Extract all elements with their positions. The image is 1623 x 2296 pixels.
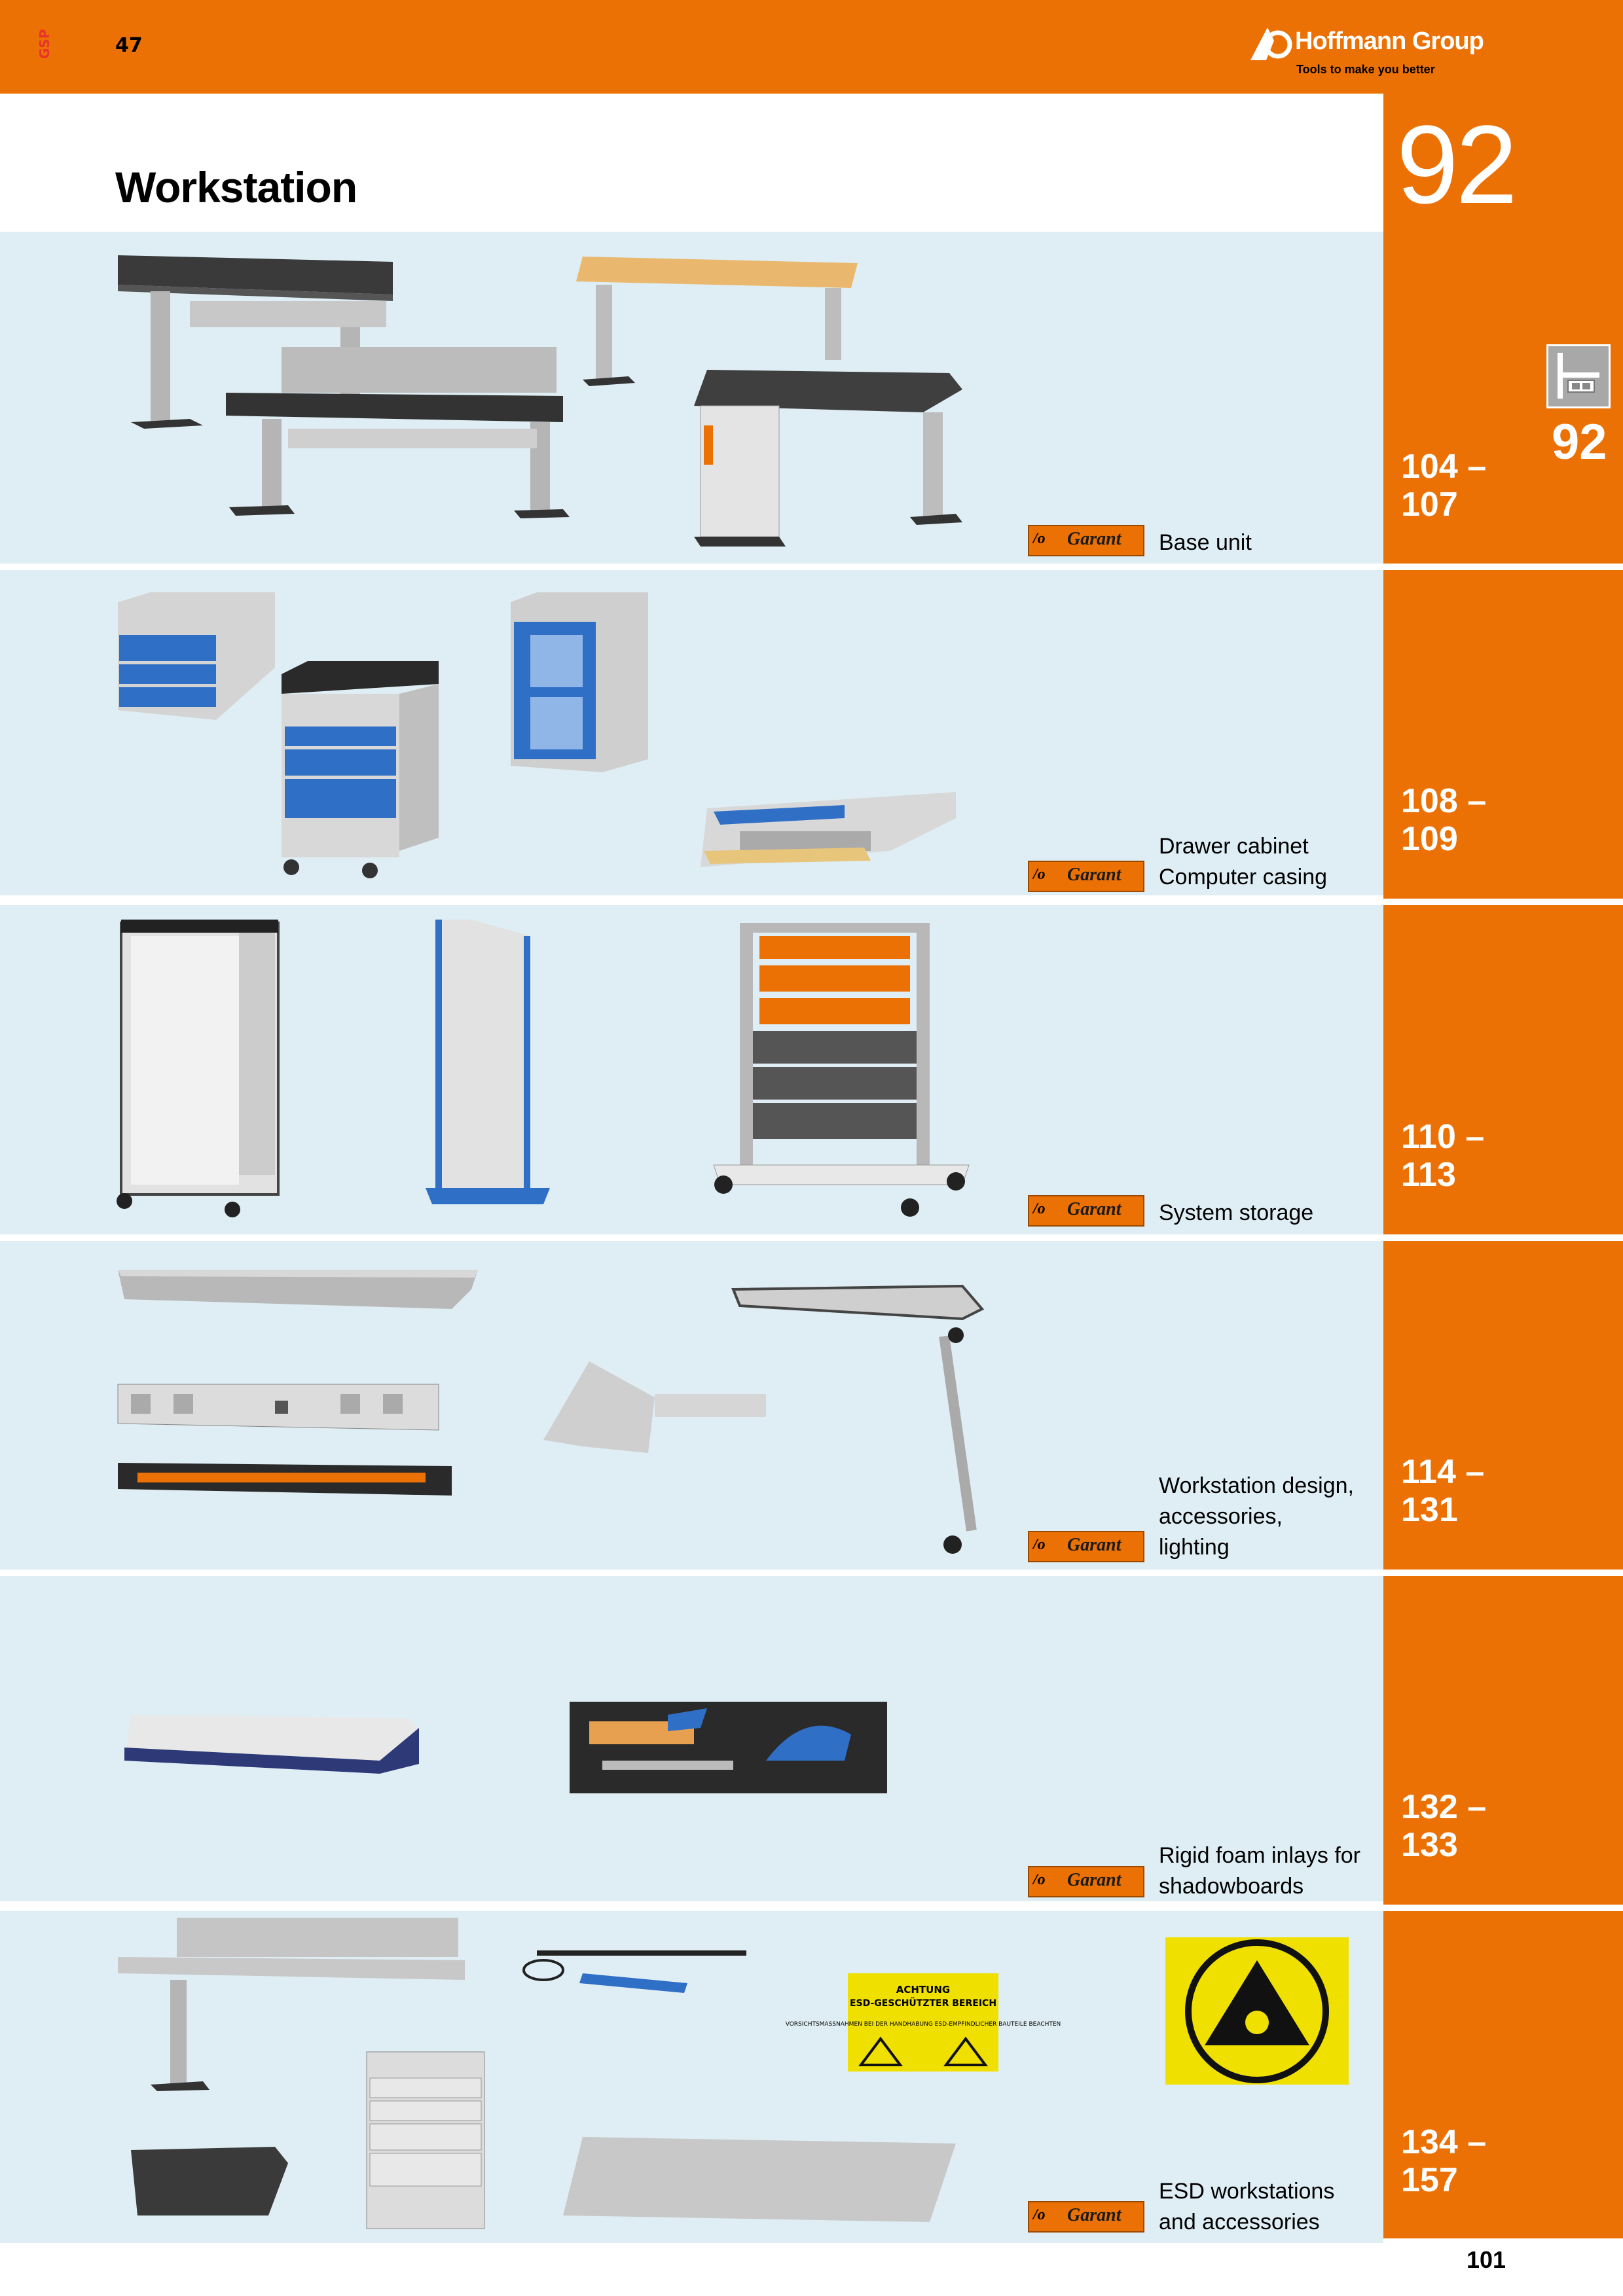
category-label-system-storage: System storage [1159, 1200, 1314, 1225]
brand-name: Hoffmann Group [1295, 27, 1484, 55]
esd-warning-sign: ACHTUNG ESD-GESCHÜTZTER BEREICH VORSICHT… [786, 1973, 1061, 2072]
perforated-tower-icon [426, 920, 550, 1204]
esd-workbench-icon [118, 1918, 465, 2091]
tool-holder-bar-icon [118, 1463, 452, 1496]
hoffmann-logo-icon [1250, 27, 1292, 60]
drawer-unit-small-icon [118, 592, 275, 720]
garant-logo-icon: /o [1033, 1871, 1046, 1888]
esd-warning-symbol-icon [1165, 1937, 1349, 2085]
sidebar [1383, 228, 1623, 2238]
sidebar-chapter-number: 92 [1552, 414, 1607, 470]
workstation-design-illustrations [117, 1270, 985, 1554]
workbench-hex-side-icon [694, 370, 962, 547]
page-range-drawer-cabinet[interactable]: 108 –109 [1401, 782, 1487, 858]
category-label-workstation-design: Workstation design,accessories,lighting [1159, 1473, 1354, 1560]
workstation-icon-glyph [1558, 353, 1599, 399]
drawer-cabinet-illustrations [118, 592, 956, 878]
top-bar [0, 0, 1623, 94]
garant-logo-icon: /o [1033, 1536, 1046, 1553]
computer-casing-icon [511, 592, 648, 772]
workbench-wood-top-icon [576, 257, 858, 386]
workstation-lamp-icon [731, 1284, 985, 1554]
keyboard-drawer-icon [701, 792, 956, 867]
category-label-base-unit: Base unit [1159, 530, 1252, 555]
bin-rack-trolley-icon [713, 923, 970, 1217]
garant-logo-icon: /o [1033, 530, 1046, 547]
socket-strip-icon [117, 1384, 439, 1431]
bottom-margin [0, 2243, 1623, 2296]
garant-logo-icon: /o [1033, 2206, 1046, 2223]
page-range-system-storage[interactable]: 110 –113 [1401, 1118, 1485, 1194]
light-bar-icon [118, 1270, 478, 1309]
esd-sign-line2: ESD-GESCHÜTZTER BEREICH [850, 1997, 996, 2009]
esd-sign-line3: VORSICHTSMASSNAHMEN BEI DER HANDHABUNG E… [786, 2021, 1061, 2028]
page-range-foam-inlays[interactable]: 132 –133 [1401, 1788, 1487, 1864]
side-tag: GSP [37, 29, 52, 59]
system-storage-illustrations [117, 920, 970, 1217]
garant-logo-icon: /o [1033, 866, 1046, 883]
workstation-icon[interactable] [1546, 344, 1611, 408]
separator [0, 1905, 1623, 1911]
base-unit-illustrations [118, 255, 962, 547]
esd-mat-icon [563, 2137, 956, 2222]
foam-inlay-illustrations [124, 1702, 887, 1793]
separator [0, 564, 1623, 570]
mobile-drawer-cabinet-icon [282, 661, 439, 878]
workbench-back-panel-icon [226, 347, 570, 518]
shadowboard-tray-icon [124, 1715, 419, 1774]
page-range-workstation-design[interactable]: 114 –131 [1401, 1453, 1485, 1529]
esd-drawer-cabinet-icon [366, 2051, 485, 2229]
separator [0, 899, 1623, 905]
foam-inlay-tools-icon [570, 1702, 887, 1793]
drawer-cabinet-tall-icon [117, 920, 280, 1217]
esd-illustrations: ACHTUNG ESD-GESCHÜTZTER BEREICH VORSICHT… [118, 1918, 1349, 2229]
workbench-dark-top-icon [118, 255, 393, 429]
brand-tagline: Tools to make you better [1296, 63, 1435, 76]
page-tag: 47 [115, 34, 143, 57]
separator [0, 1570, 1623, 1576]
chapter-number: 92 [1396, 103, 1518, 227]
page-range-esd[interactable]: 134 –157 [1401, 2123, 1487, 2199]
esd-box-icon [131, 2147, 288, 2215]
page-range-base-unit[interactable]: 104 –107 [1401, 448, 1487, 524]
monitor-arm-icon [543, 1361, 766, 1453]
page-title: Workstation [115, 163, 357, 211]
esd-wrist-strap-icon [522, 1950, 746, 1993]
esd-sign-line1: ACHTUNG [896, 1984, 950, 1996]
chapter-box: 92 [1383, 94, 1623, 228]
page-number: 101 [1467, 2246, 1506, 2273]
hoffmann-logo[interactable]: Hoffmann Group Tools to make you better [1244, 22, 1519, 81]
separator [0, 1234, 1623, 1241]
garant-logo-icon: /o [1033, 1200, 1046, 1217]
